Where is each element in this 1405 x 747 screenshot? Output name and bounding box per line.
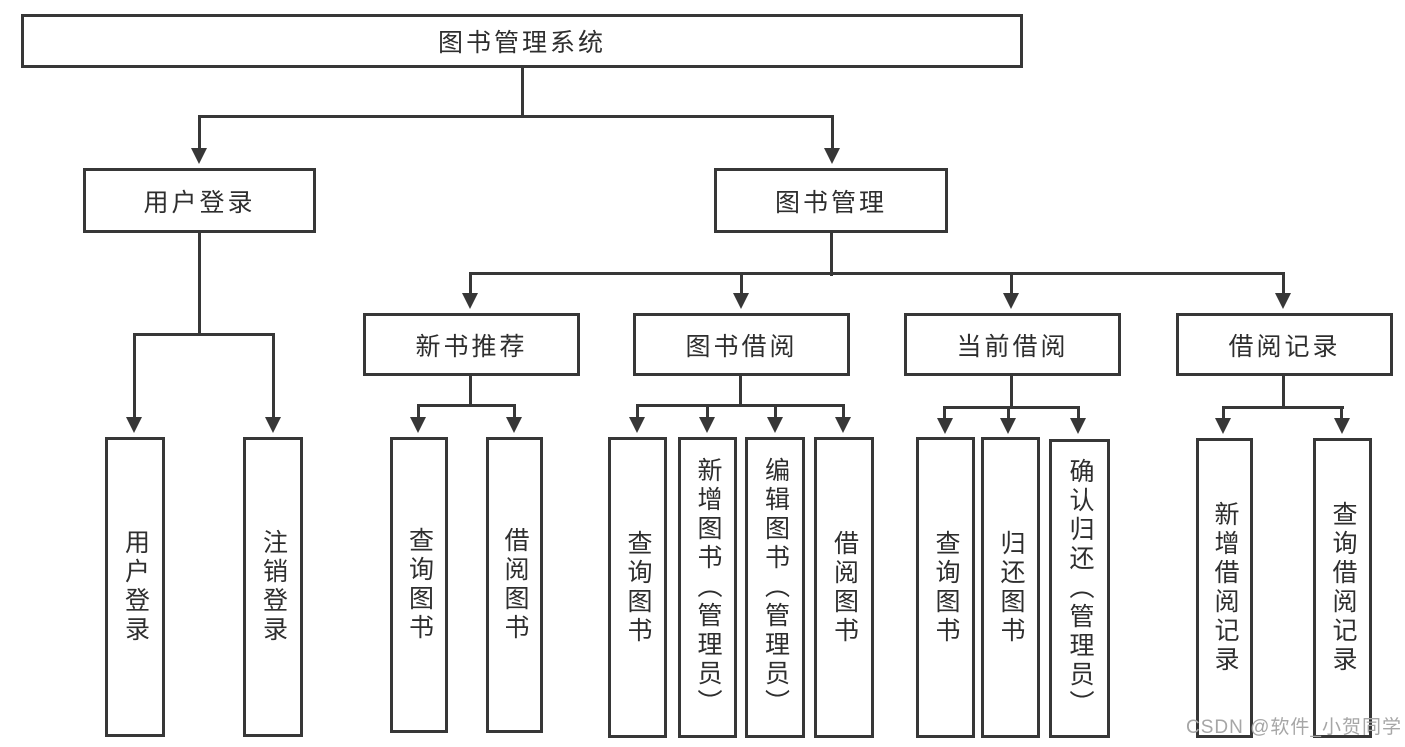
leaf-edit-book-admin: 编辑图书（管理员） xyxy=(745,437,805,738)
arrow-down-icon xyxy=(1003,293,1019,309)
connector-vline xyxy=(1010,272,1013,296)
connector-hline xyxy=(943,406,1080,409)
arrow-down-icon xyxy=(1275,293,1291,309)
arrow-down-icon xyxy=(1334,418,1350,434)
connector-vline xyxy=(272,333,275,419)
connector-vline xyxy=(1010,376,1013,409)
connector-vline xyxy=(1282,376,1285,409)
leaf-label: 查询图书 xyxy=(624,529,652,646)
leaf-label: 新增借阅记录 xyxy=(1211,501,1239,675)
node-system-root: 图书管理系统 xyxy=(21,14,1023,68)
connector-vline xyxy=(842,404,845,419)
arrow-down-icon xyxy=(126,417,142,433)
arrow-down-icon xyxy=(1070,418,1086,434)
leaf-borrow-books: 借阅图书 xyxy=(814,437,874,738)
connector-vline xyxy=(198,115,201,150)
connector-vline xyxy=(1077,406,1080,420)
node-current-borrow: 当前借阅 xyxy=(904,313,1121,376)
arrow-down-icon xyxy=(191,148,207,164)
connector-hline xyxy=(636,404,845,407)
arrow-down-icon xyxy=(462,293,478,309)
node-book-borrow: 图书借阅 xyxy=(633,313,850,376)
arrow-down-icon xyxy=(629,417,645,433)
connector-vline xyxy=(739,376,742,407)
leaf-return-book: 归还图书 xyxy=(981,437,1040,738)
leaf-query-books-current: 查询图书 xyxy=(916,437,975,738)
leaf-query-borrow-record: 查询借阅记录 xyxy=(1313,438,1372,738)
connector-vline xyxy=(830,233,833,276)
arrow-down-icon xyxy=(506,417,522,433)
connector-vline xyxy=(774,404,777,419)
connector-hline xyxy=(417,404,516,407)
leaf-label: 归还图书 xyxy=(997,529,1025,646)
connector-vline xyxy=(469,376,472,407)
arrow-down-icon xyxy=(767,417,783,433)
node-new-book-recommend: 新书推荐 xyxy=(363,313,580,376)
node-user-login: 用户登录 xyxy=(83,168,316,233)
connector-vline xyxy=(1340,406,1343,420)
connector-vline xyxy=(133,333,136,419)
connector-vline xyxy=(1282,272,1285,296)
node-borrow-records: 借阅记录 xyxy=(1176,313,1393,376)
connector-vline xyxy=(521,67,524,117)
leaf-label: 确认归还（管理员） xyxy=(1066,458,1094,719)
arrow-down-icon xyxy=(835,417,851,433)
leaf-label: 用户登录 xyxy=(121,529,150,645)
leaf-add-book-admin: 新增图书（管理员） xyxy=(678,437,737,738)
connector-vline xyxy=(636,404,639,419)
leaf-borrow-books-recommend: 借阅图书 xyxy=(486,437,543,733)
leaf-label: 查询图书 xyxy=(405,527,434,643)
arrow-down-icon xyxy=(937,418,953,434)
arrow-down-icon xyxy=(1215,418,1231,434)
connector-vline xyxy=(417,404,420,419)
connector-vline xyxy=(1007,406,1010,420)
leaf-label: 借阅图书 xyxy=(501,527,529,643)
arrow-down-icon xyxy=(824,148,840,164)
arrow-down-icon xyxy=(699,417,715,433)
connector-vline xyxy=(740,272,743,296)
arrow-down-icon xyxy=(265,417,281,433)
connector-vline xyxy=(469,272,472,296)
watermark: CSDN @软件_小贺同学 xyxy=(1186,717,1402,738)
leaf-query-books-borrow: 查询图书 xyxy=(608,437,667,738)
leaf-label: 注销登录 xyxy=(259,529,288,645)
leaf-label: 查询借阅记录 xyxy=(1329,501,1357,675)
leaf-user-login: 用户登录 xyxy=(105,437,165,737)
connector-vline xyxy=(513,404,516,419)
arrow-down-icon xyxy=(733,293,749,309)
leaf-label: 借阅图书 xyxy=(830,529,859,646)
leaf-query-books-recommend: 查询图书 xyxy=(390,437,448,733)
connector-vline xyxy=(943,406,946,420)
connector-vline xyxy=(198,233,201,336)
leaf-logout-login: 注销登录 xyxy=(243,437,303,737)
connector-hline xyxy=(133,333,274,336)
connector-vline xyxy=(1222,406,1225,420)
leaf-label: 编辑图书（管理员） xyxy=(761,457,790,718)
leaf-label: 查询图书 xyxy=(932,529,960,646)
leaf-add-borrow-record: 新增借阅记录 xyxy=(1196,438,1253,738)
leaf-label: 新增图书（管理员） xyxy=(694,457,722,718)
connector-hline xyxy=(469,272,1285,275)
connector-vline xyxy=(831,115,834,150)
arrow-down-icon xyxy=(410,417,426,433)
node-book-management: 图书管理 xyxy=(714,168,948,233)
connector-vline xyxy=(706,404,709,419)
connector-hline xyxy=(1222,406,1344,409)
connector-hline xyxy=(198,115,834,118)
leaf-confirm-return-admin: 确认归还（管理员） xyxy=(1049,439,1110,738)
arrow-down-icon xyxy=(1000,418,1016,434)
